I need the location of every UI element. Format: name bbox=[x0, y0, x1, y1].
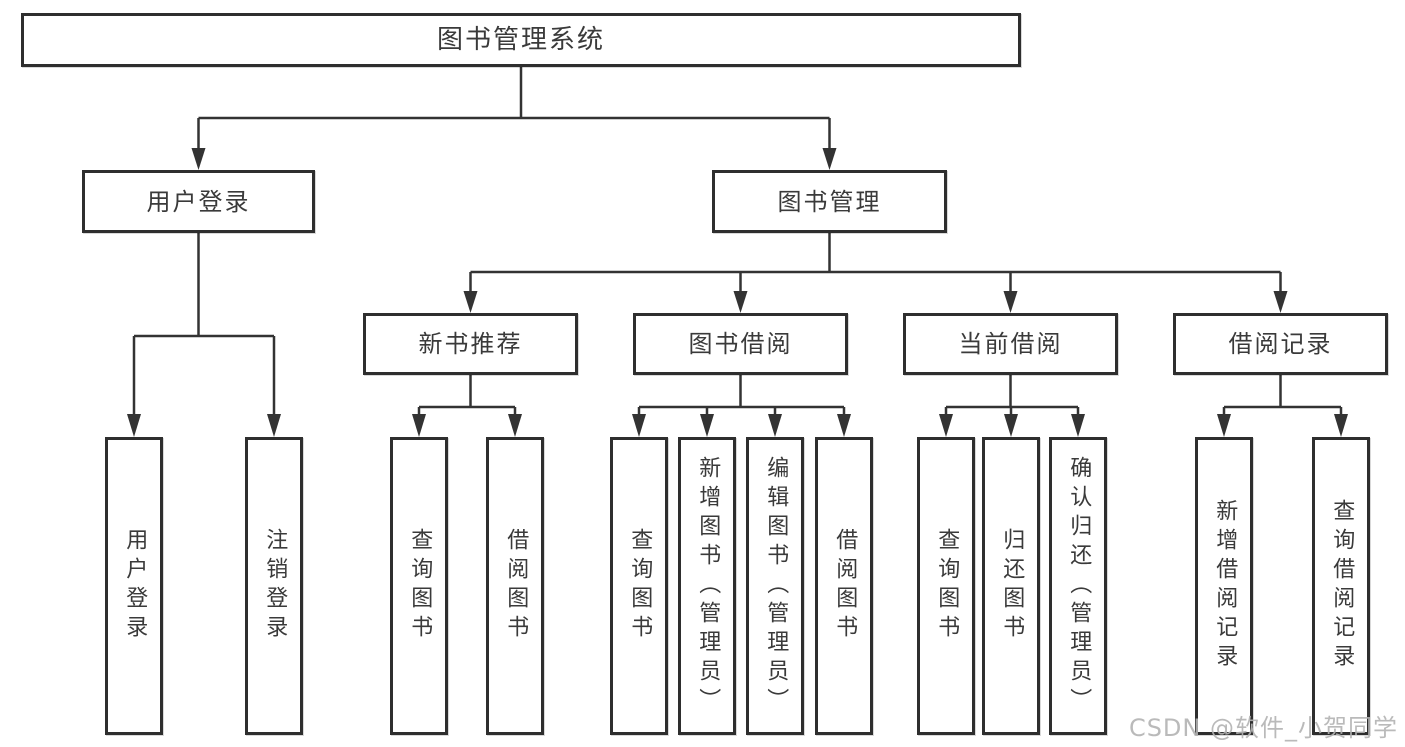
node-leaf-query-books-current: 查询图书 bbox=[917, 437, 975, 735]
node-book-borrow: 图书借阅 bbox=[633, 313, 848, 375]
node-leaf-logout: 注销登录 bbox=[245, 437, 303, 735]
node-leaf-user-login: 用户登录 bbox=[105, 437, 163, 735]
node-leaf-borrow-books-recommend: 借阅图书 bbox=[486, 437, 544, 735]
node-leaf-query-books-borrow: 查询图书 bbox=[610, 437, 668, 735]
node-root-system: 图书管理系统 bbox=[21, 13, 1021, 67]
node-leaf-query-borrow-record: 查询借阅记录 bbox=[1312, 437, 1370, 735]
watermark: CSDN @软件_小贺同学 bbox=[1128, 714, 1398, 742]
node-leaf-confirm-return-admin: 确认归还（管理员） bbox=[1049, 437, 1107, 735]
node-leaf-edit-books-admin: 编辑图书（管理员） bbox=[746, 437, 804, 735]
node-leaf-add-borrow-record: 新增借阅记录 bbox=[1195, 437, 1253, 735]
node-leaf-query-books-recommend: 查询图书 bbox=[390, 437, 448, 735]
node-borrow-records: 借阅记录 bbox=[1173, 313, 1388, 375]
node-current-borrow: 当前借阅 bbox=[903, 313, 1118, 375]
node-leaf-borrow-books: 借阅图书 bbox=[815, 437, 873, 735]
node-book-management: 图书管理 bbox=[712, 170, 947, 233]
node-leaf-return-books: 归还图书 bbox=[982, 437, 1040, 735]
node-leaf-add-books-admin: 新增图书（管理员） bbox=[678, 437, 736, 735]
node-user-login: 用户登录 bbox=[82, 170, 315, 233]
node-new-book-recommend: 新书推荐 bbox=[363, 313, 578, 375]
